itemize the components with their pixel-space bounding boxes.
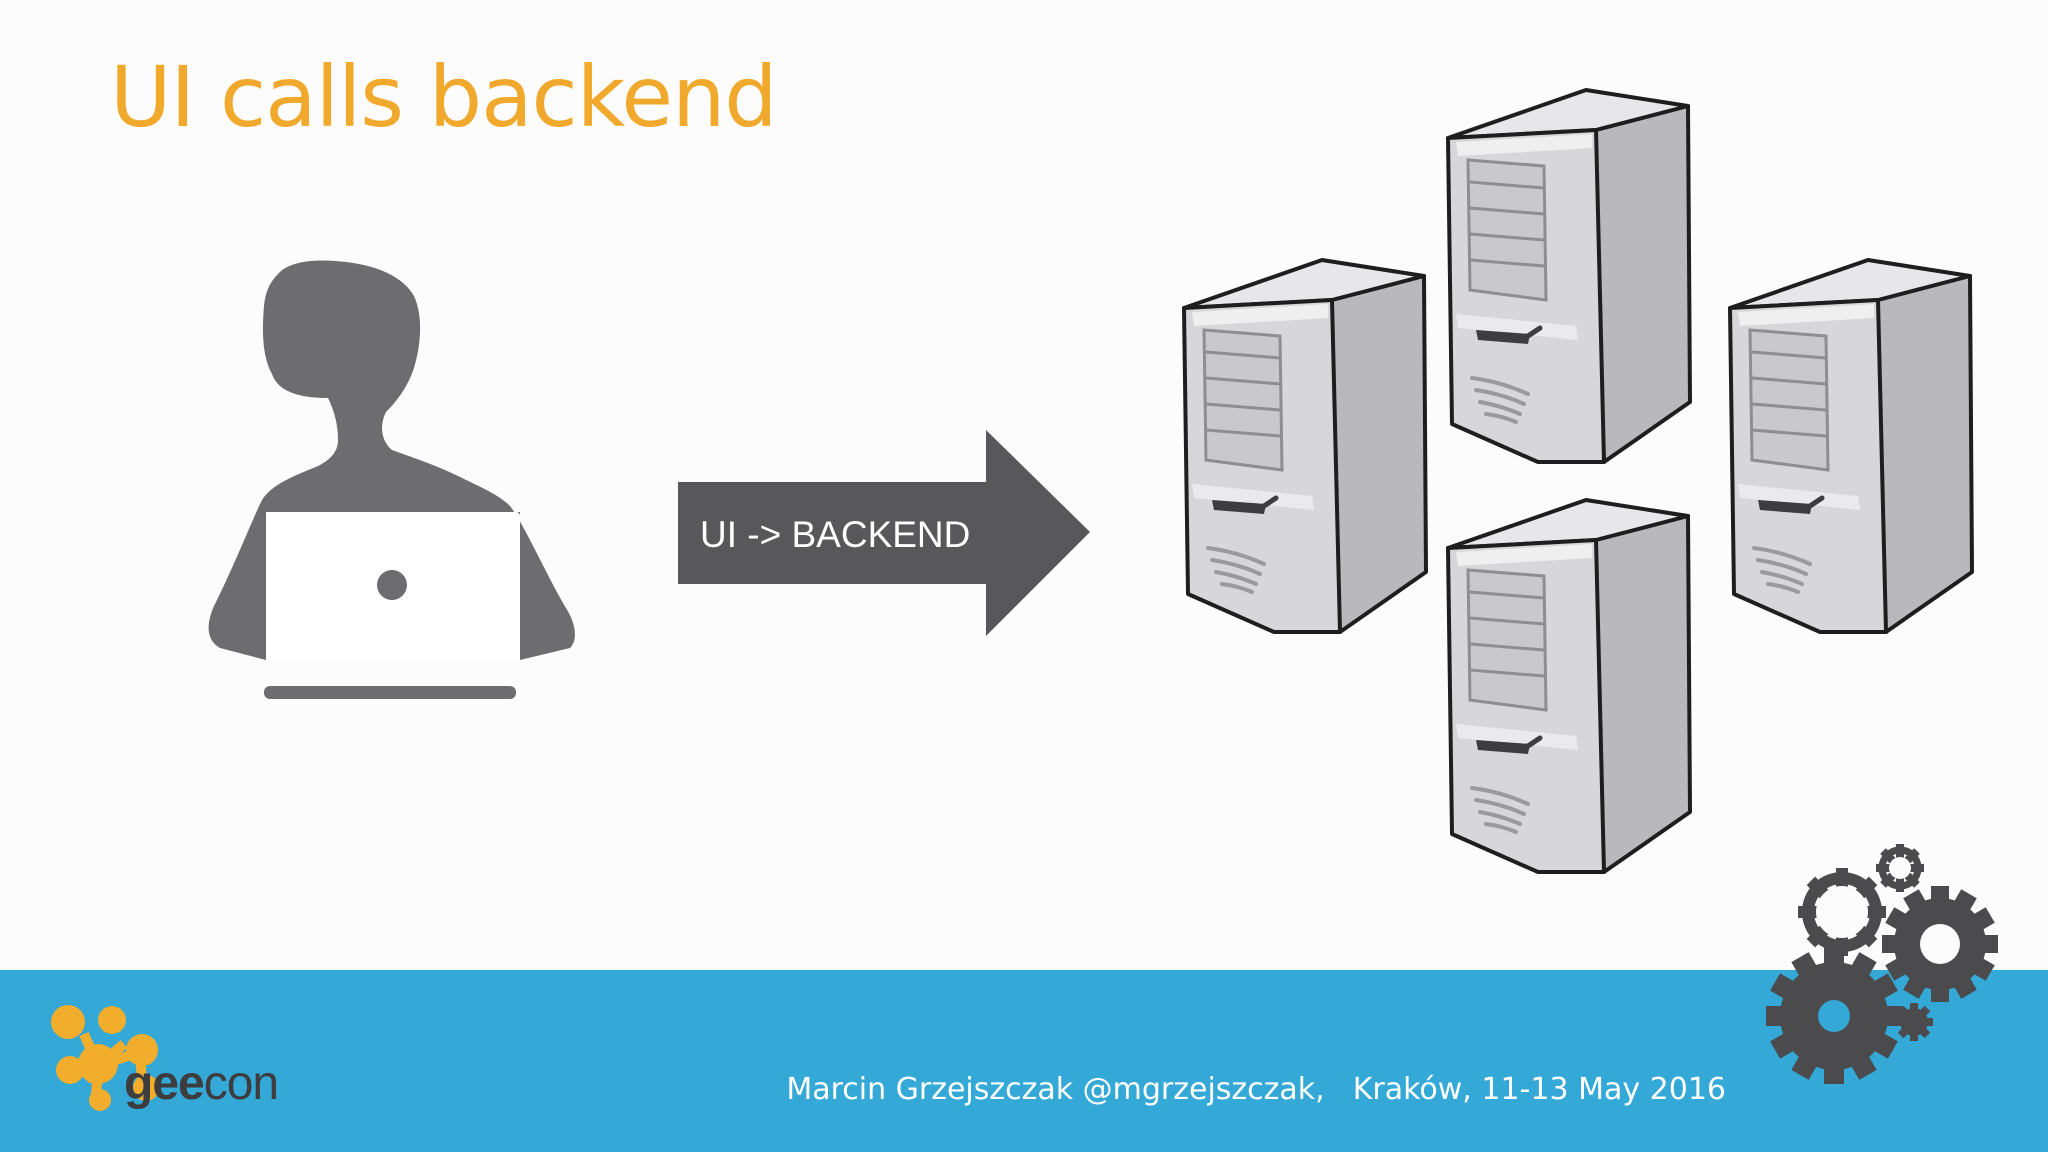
server-tower-icon: [1730, 260, 1972, 632]
slide-title: UI calls backend: [110, 48, 778, 146]
gears-icon: [1766, 844, 1998, 1084]
footer-credit: Marcin Grzejszczak @mgrzejszczak, Kraków,…: [786, 1070, 1726, 1110]
geecon-logo: geecon: [48, 998, 298, 1118]
logo-wordmark: geecon: [124, 1057, 279, 1110]
arrow-label: UI -> BACKEND: [700, 514, 971, 555]
server-tower-icon: [1184, 260, 1426, 632]
user-with-laptop-icon: [208, 260, 575, 699]
geecon-molecule-icon: [51, 1005, 159, 1111]
logo-suffix: con: [203, 1057, 279, 1110]
server-tower-icon: [1448, 500, 1690, 872]
server-tower-icon: [1448, 90, 1690, 462]
footer-author: Marcin Grzejszczak @mgrzejszczak,: [786, 1072, 1325, 1107]
request-arrow: [678, 430, 1090, 636]
footer-event: Kraków, 11-13 May 2016: [1352, 1072, 1726, 1107]
logo-prefix: gee: [124, 1057, 205, 1110]
footer-band: [0, 970, 2048, 1152]
